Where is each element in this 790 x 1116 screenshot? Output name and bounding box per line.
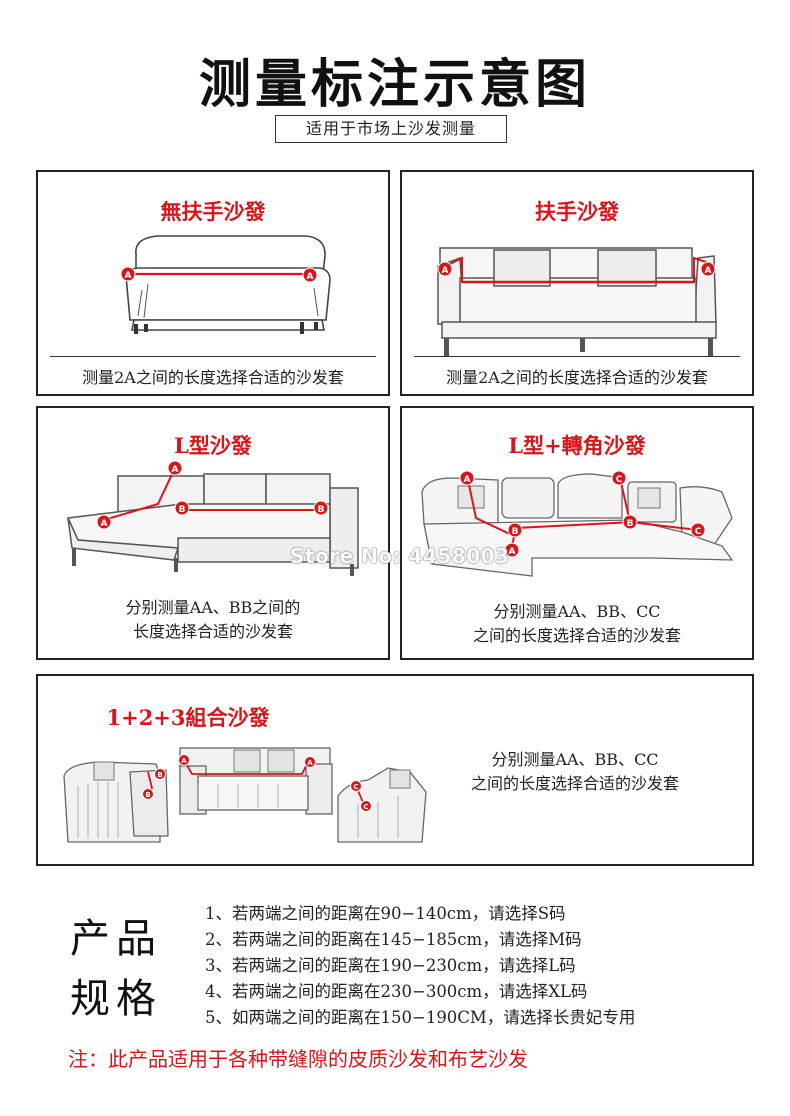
panel-title: 無扶手沙發 [160,199,266,224]
spec-item: 3、若两端之间的距离在190−230cm，请选择L码 [205,956,576,975]
svg-text:B: B [179,505,186,515]
panel-caption-line1: 分别测量AA、BB、CC [493,602,661,621]
svg-text:B: B [145,791,150,799]
panel-caption-line2: 长度选择合适的沙发套 [132,622,293,641]
svg-text:A: A [125,271,132,281]
svg-text:A: A [307,759,313,767]
panel-title: L型+轉角沙發 [508,433,646,458]
marker-b-right: B [622,514,638,530]
marker-a-right: A [304,756,316,768]
store-watermark: Store No: 4458003 [290,544,510,568]
page-title: 测量标注示意图 [198,54,591,115]
svg-text:A: A [509,547,516,557]
svg-text:C: C [363,803,368,811]
marker-b-right: B [313,500,329,516]
panel-caption-line1: 分别测量AA、BB之间的 [125,598,301,617]
measure-line-a [183,759,309,775]
spec-label-line2: 规格 [70,976,162,1022]
measure-line-a [103,469,175,521]
marker-a-top: A [167,460,183,476]
marker-b-left: B [507,522,523,538]
spec-item: 2、若两端之间的距离在145−185cm，请选择M码 [205,930,582,949]
panel-caption-line2: 之间的长度选择合适的沙发套 [470,774,679,793]
svg-text:A: A [101,519,108,529]
marker-a-bottom: A [504,542,520,558]
marker-b-top: B [154,768,166,780]
panel-caption-line2: 之间的长度选择合适的沙发套 [472,626,681,645]
spec-label-line1: 产品 [70,916,162,962]
panel-armless-sofa: 無扶手沙發 A A 测量2A之间的长度选择合适的沙发套 [36,170,390,396]
panel-l-sofa: L型沙發 A A B B 分别测量AA、BB之间的 [36,406,390,660]
svg-text:A: A [442,266,449,276]
marker-a-left: A [178,754,190,766]
marker-a-left: A [96,514,112,530]
armless-sofa-illustration: A A [120,235,331,334]
svg-text:A: A [307,272,314,282]
panel-arm-sofa: 扶手沙發 A A 测量2A之间的长度选择合适的沙发套 [400,170,754,396]
svg-text:B: B [627,519,634,529]
marker-c-top: C [611,470,627,486]
marker-c-top: C [350,780,362,792]
spec-item: 5、如两端之间的距离在150−190CM，请选择长贵妃专用 [205,1008,636,1027]
panel-divider [414,356,740,357]
panel-title: L型沙發 [174,433,252,458]
svg-text:A: A [464,475,471,485]
svg-text:A: A [172,465,179,475]
marker-c-right: C [690,522,706,538]
l-sofa-illustration: A A B B [66,460,359,576]
panel-caption: 测量2A之间的长度选择合适的沙发套 [82,368,344,387]
spec-item: 4、若两端之间的距离在230−300cm，请选择XL码 [205,982,588,1001]
arm-sofa-illustration: A A [437,247,717,356]
product-note: 注：此产品适用于各种带缝隙的皮质沙发和布艺沙发 [68,1047,528,1071]
combination-sofa-illustration: A A B B C C [63,747,427,843]
marker-a-top: A [459,470,475,486]
marker-a-left: A [437,261,453,277]
marker-a-right: A [302,267,318,283]
panel-title: 扶手沙發 [535,199,619,224]
marker-a-left: A [120,266,136,282]
panel-caption: 测量2A之间的长度选择合适的沙发套 [446,368,708,387]
marker-a-right: A [700,261,716,277]
panel-caption-line1: 分别测量AA、BB、CC [491,750,659,769]
measure-line-b [515,521,635,529]
panel-combination-sofa: 1+2+3組合沙發 A A [36,674,754,866]
svg-text:A: A [181,757,187,765]
measure-line-a [467,479,516,549]
svg-text:B: B [318,505,325,515]
spec-item: 1、若两端之间的距离在90−140cm，请选择S码 [205,904,566,923]
marker-c-bottom: C [360,800,372,812]
panel-divider [50,356,376,357]
svg-text:C: C [695,527,702,537]
page-subtitle: 适用于市场上沙发测量 [275,115,507,143]
svg-text:A: A [705,266,712,276]
svg-text:C: C [616,475,623,485]
svg-text:B: B [512,527,519,537]
marker-b-bottom: B [142,788,154,800]
panel-l-corner-sofa: L型+轉角沙發 A A B B [400,406,754,660]
l-corner-sofa-illustration: A A B B C C [421,470,734,577]
svg-text:B: B [157,771,162,779]
svg-text:C: C [353,783,358,791]
panel-title: 1+2+3組合沙發 [106,705,270,730]
marker-b-left: B [174,500,190,516]
